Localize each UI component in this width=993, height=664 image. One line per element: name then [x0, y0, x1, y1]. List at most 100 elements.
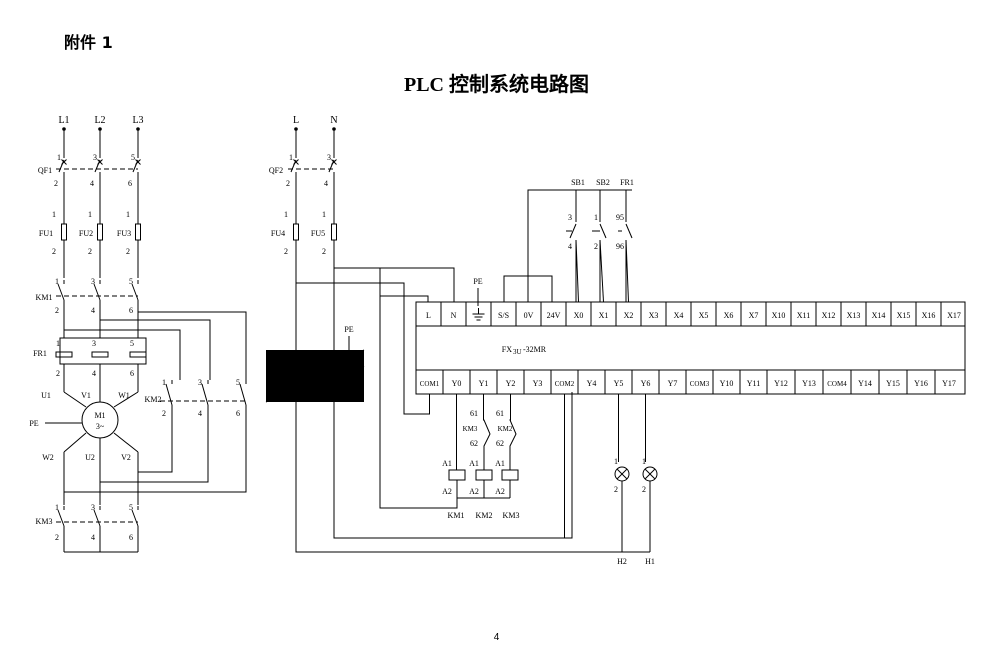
km2-terminal: 5	[236, 378, 240, 387]
plc-input-X11: X11	[797, 311, 810, 320]
km1-contact-blade	[57, 283, 65, 301]
fr1-thermal-box	[59, 337, 147, 365]
plc-output-Y16: Y16	[914, 379, 928, 388]
fr1-terminal: 3	[92, 339, 96, 348]
km2-contact-blade	[201, 383, 209, 406]
km1-terminal: 2	[55, 306, 59, 315]
qf1-bottom-terminal: 4	[90, 179, 94, 188]
lamp-terminal: 1	[614, 457, 618, 466]
plc-output-Y11: Y11	[747, 379, 760, 388]
qf2-top-terminal: 3	[327, 153, 331, 162]
qf1-blade	[58, 159, 65, 173]
qf2-bottom-terminal: 4	[324, 179, 328, 188]
fuse-terminal: 2	[126, 247, 130, 256]
km2-interlock-terminal: 62	[496, 439, 504, 448]
plc-input-24V: 24V	[547, 311, 561, 320]
km3-terminal: 2	[55, 533, 59, 542]
wire	[138, 311, 247, 380]
fr1-terminal: 2	[56, 369, 60, 378]
km1-terminal: 1	[55, 277, 59, 286]
wire	[334, 267, 455, 302]
km3-label: KM3	[36, 517, 53, 526]
coil-a1-label: A1	[469, 459, 479, 468]
wire	[379, 296, 458, 509]
fr1-label: FR1	[33, 349, 47, 358]
plc-input-X2: X2	[624, 311, 634, 320]
plc-input-L: L	[426, 311, 431, 320]
phase-label-l2: L2	[94, 115, 105, 126]
km1-terminal: 3	[91, 277, 95, 286]
coil-km3-label: KM3	[503, 511, 520, 520]
plc-input-X13: X13	[847, 311, 861, 320]
km3-contact-blade	[57, 509, 65, 527]
fr1-heater-element	[55, 351, 73, 358]
km1-terminal: 5	[129, 277, 133, 286]
coil-a2-label: A2	[442, 487, 452, 496]
qf1-top-terminal: 5	[131, 153, 135, 162]
qf1-blade	[94, 159, 101, 173]
motor-label: M1	[94, 411, 105, 420]
fr1-aux-terminal: 95	[616, 213, 624, 222]
wire	[113, 391, 139, 408]
plc-input-X6: X6	[724, 311, 734, 320]
coil-km2-label: KM2	[476, 511, 493, 520]
wire	[403, 283, 430, 415]
plc-output-Y2: Y2	[506, 379, 516, 388]
wire	[100, 407, 209, 483]
coil-a2-label: A2	[469, 487, 479, 496]
lamp-cross	[616, 468, 628, 480]
coil-a2-label: A2	[495, 487, 505, 496]
plc-output-Y10: Y10	[720, 379, 734, 388]
km3-contact-blade	[131, 509, 139, 527]
fuse-terminal: 2	[52, 247, 56, 256]
km3-interlock-terminal: 62	[470, 439, 478, 448]
lamp-terminal: 1	[642, 457, 646, 466]
wire	[138, 407, 173, 473]
km2-interlock-terminal: 61	[496, 409, 504, 418]
fr1-terminal: 4	[92, 369, 96, 378]
km3-interlock-terminal: 61	[470, 409, 478, 418]
km2-terminal: 3	[198, 378, 202, 387]
supply-n-label: N	[330, 115, 337, 126]
plc-model-sub-label: 3U	[513, 348, 522, 356]
fuse-2	[97, 223, 103, 241]
wire	[599, 239, 604, 303]
km2-label: KM2	[145, 395, 162, 404]
qf2-bottom-terminal: 2	[286, 179, 290, 188]
km1-label: KM1	[36, 293, 53, 302]
psu-diagonal	[265, 349, 365, 403]
phase-label-l3: L3	[132, 115, 143, 126]
plc-input-X12: X12	[822, 311, 836, 320]
fu2-label: FU2	[79, 229, 93, 238]
psu-l-label: L	[295, 355, 300, 364]
fuse-terminal: 2	[322, 247, 326, 256]
sb1-terminal: 4	[568, 242, 572, 251]
plc-output-COM2: COM2	[555, 380, 575, 388]
qf1-top-terminal: 3	[93, 153, 97, 162]
plc-output-Y17: Y17	[942, 379, 956, 388]
plc-input-X7: X7	[749, 311, 759, 320]
lamp-cross	[644, 468, 656, 480]
fr1-aux-terminal: 96	[616, 242, 624, 251]
plc-input-X15: X15	[897, 311, 911, 320]
km3-terminal: 4	[91, 533, 95, 542]
fuse-terminal: 1	[126, 210, 130, 219]
coil-km1-label: KM1	[448, 511, 465, 520]
km3-terminal: 1	[55, 503, 59, 512]
pe-label: PE	[29, 419, 38, 428]
plc-input-S/S: S/S	[498, 311, 509, 320]
wire	[100, 319, 211, 380]
qf1-bottom-terminal: 6	[128, 179, 132, 188]
fu5-label: FU5	[311, 229, 325, 238]
coil-km2	[475, 469, 493, 481]
wire	[333, 392, 573, 539]
page-number: 4	[493, 632, 500, 643]
plc-output-Y1: Y1	[479, 379, 489, 388]
plc-output-COM4: COM4	[827, 380, 847, 388]
km2-contact-blade	[165, 383, 173, 406]
coil-km1	[448, 469, 466, 481]
plc-input-0V: 0V	[524, 311, 534, 320]
km3-terminal: 5	[129, 503, 133, 512]
plc-pe-label: PE	[473, 277, 482, 286]
wire	[625, 239, 629, 303]
